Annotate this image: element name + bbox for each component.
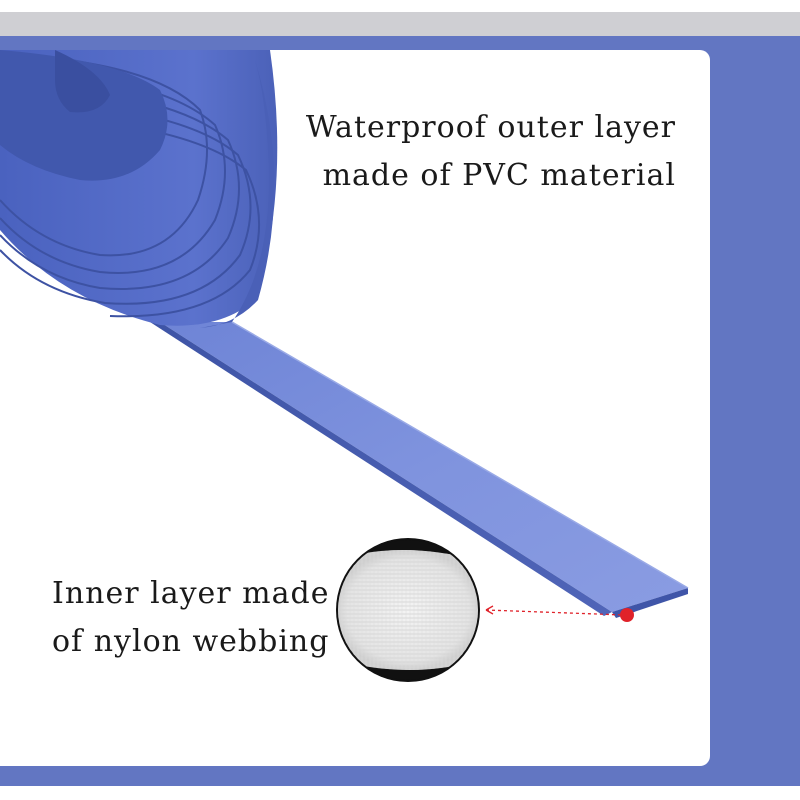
top-gray-bar xyxy=(0,12,800,36)
inner-layer-caption-line1: Inner layer made xyxy=(52,576,330,611)
top-margin xyxy=(0,0,800,12)
pointer-arrow xyxy=(485,605,494,615)
outer-layer-caption-line2: made of PVC material xyxy=(322,158,676,193)
outer-layer-caption: Waterproof outer layer made of PVC mater… xyxy=(306,104,676,200)
outer-layer-caption-line1: Waterproof outer layer xyxy=(305,110,676,145)
pointer-line xyxy=(485,609,625,616)
bottom-margin xyxy=(0,786,800,800)
inner-layer-caption-line2: of nylon webbing xyxy=(52,624,330,659)
magnifier-circle xyxy=(336,538,480,682)
inner-layer-caption: Inner layer made of nylon webbing xyxy=(52,570,329,666)
marker-dot xyxy=(620,608,634,622)
tape-roll xyxy=(0,50,278,328)
tape-strip xyxy=(150,321,689,618)
